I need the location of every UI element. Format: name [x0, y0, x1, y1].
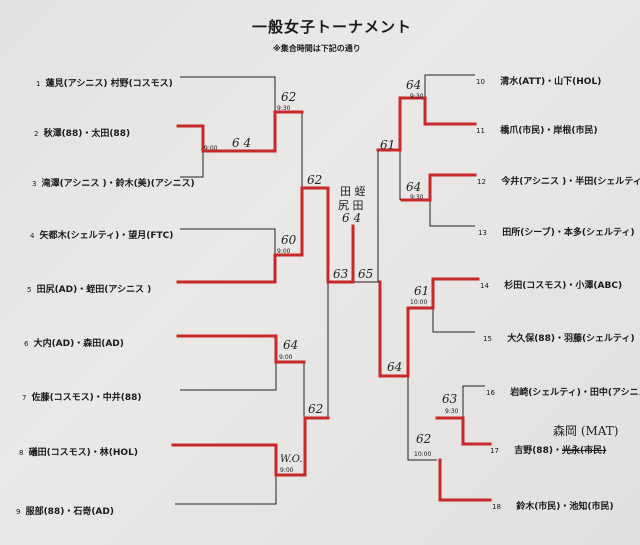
struck-team-name: 光永(市民)	[561, 446, 607, 456]
match-score: 63	[442, 392, 458, 406]
team-name: 橋爪(市民)・岸根(市民)	[500, 126, 598, 136]
match-score: 61	[414, 284, 430, 298]
match-time: 10:00	[410, 299, 428, 306]
seed-number: 14	[480, 282, 489, 290]
team-name: 礒田(コスモス)・林(HOL)	[28, 448, 138, 458]
entry-9: 9 服部(88)・石嵜(AD)	[16, 499, 114, 518]
team-name: 秋澤(88)・太田(88)	[43, 129, 131, 139]
match-score: 64	[406, 78, 422, 92]
entry-1: 1 蓮見(アシニス) 村野(コスモス)	[36, 71, 173, 90]
seed-number: 8	[19, 449, 24, 457]
match-score: 62	[307, 173, 323, 187]
entry-5: 5 田尻(AD)・蛭田(アシニス )	[27, 277, 151, 296]
page-title: 一般女子トーナメント	[252, 18, 413, 36]
seed-number: 3	[32, 180, 37, 188]
entry-15: 15 大久保(88)・羽藤(シェルティ)	[483, 326, 635, 345]
team-name: 田所(シーブ)・本多(シェルティ)	[502, 228, 635, 238]
team-name: 岩崎(シェルティ)・田中(アシニス)	[510, 388, 640, 398]
team-name: 鈴木(市民)・池知(市民)	[516, 502, 614, 512]
match-score: W.O.	[280, 454, 303, 465]
match-time: 9:30	[445, 408, 459, 415]
match-score: 62	[416, 432, 432, 446]
match-score: 62	[281, 90, 297, 104]
seed-number: 1	[36, 80, 41, 88]
team-name: 服部(88)・石嵜(AD)	[25, 507, 114, 517]
seed-number: 10	[476, 78, 485, 86]
entry-3: 3 滝澤(アシニス )・鈴木(美)(アシニス)	[32, 171, 195, 190]
team-name: 佐藤(コスモス)・中井(88)	[31, 393, 142, 403]
match-time: 9:00	[204, 145, 218, 152]
team-name: 蓮見(アシニス) 村野(コスモス)	[45, 79, 173, 89]
seed-number: 11	[476, 127, 485, 135]
final-pair-handwritten: 田 蛭	[340, 185, 366, 198]
replacement-name-handwritten: 森岡 (MAT)	[553, 424, 619, 438]
team-name: 今井(アシニス )・半田(シェルティ)	[501, 177, 640, 187]
team-name: 吉野(88)・	[514, 446, 562, 456]
seed-number: 16	[486, 389, 495, 397]
seed-number: 5	[27, 286, 32, 294]
seed-number: 13	[478, 229, 487, 237]
seed-number: 15	[483, 335, 492, 343]
entry-18: 18 鈴木(市民)・池知(市民)	[492, 494, 614, 513]
match-score: 65	[358, 267, 374, 281]
final-pair-handwritten: 尻 田	[338, 199, 364, 212]
match-score: 64	[283, 338, 299, 352]
seed-number: 12	[477, 178, 486, 186]
assembly-time-note: ※集合時間は下記の通り	[273, 44, 361, 53]
seed-number: 6	[24, 340, 29, 348]
match-score: 64	[406, 180, 422, 194]
entry-16: 16 岩崎(シェルティ)・田中(アシニス)	[486, 380, 640, 399]
entry-2: 2 秋澤(88)・太田(88)	[34, 121, 130, 140]
team-name: 大久保(88)・羽藤(シェルティ)	[507, 334, 635, 344]
seed-number: 7	[22, 394, 27, 402]
match-score: 6 4	[232, 136, 252, 150]
match-time: 9:30	[410, 194, 424, 201]
match-time: 9:30	[410, 93, 424, 100]
entry-11: 11 橋爪(市民)・岸根(市民)	[476, 118, 598, 137]
match-time: 10:00	[414, 451, 432, 458]
match-score: 60	[281, 233, 297, 247]
entry-6: 6 大内(AD)・森田(AD)	[24, 331, 124, 350]
seed-number: 2	[34, 130, 39, 138]
entry-12: 12 今井(アシニス )・半田(シェルティ)	[477, 169, 640, 188]
team-name: 清水(ATT)・山下(HOL)	[500, 77, 602, 87]
seed-number: 18	[492, 503, 501, 511]
match-score: 62	[308, 402, 324, 416]
seed-number: 4	[30, 232, 35, 240]
match-score: 63	[333, 267, 349, 281]
match-score: 64	[387, 360, 403, 374]
entry-4: 4 矢都木(シェルティ)・望月(FTC)	[30, 223, 173, 242]
match-score: 61	[380, 138, 396, 152]
entry-10: 10 清水(ATT)・山下(HOL)	[476, 69, 601, 88]
entry-8: 8 礒田(コスモス)・林(HOL)	[19, 440, 138, 459]
final-score: 6 4	[342, 211, 362, 225]
match-time: 9:30	[277, 105, 291, 112]
team-name: 田尻(AD)・蛭田(アシニス )	[36, 285, 152, 295]
seed-number: 9	[16, 508, 21, 516]
match-time: 9:00	[279, 354, 293, 361]
team-name: 滝澤(アシニス )・鈴木(美)(アシニス)	[41, 179, 195, 189]
team-name: 矢都木(シェルティ)・望月(FTC)	[39, 231, 174, 241]
seed-number: 17	[490, 447, 499, 455]
entry-7: 7 佐藤(コスモス)・中井(88)	[22, 385, 142, 404]
entry-14: 14 杉田(コスモス)・小澤(ABC)	[480, 273, 622, 292]
team-name: 杉田(コスモス)・小澤(ABC)	[504, 281, 623, 291]
match-time: 9:00	[277, 248, 291, 255]
match-time: 9:00	[280, 467, 294, 474]
entry-13: 13 田所(シーブ)・本多(シェルティ)	[478, 220, 635, 239]
team-name: 大内(AD)・森田(AD)	[33, 339, 124, 349]
entry-17: 17 吉野(88)・光永(市民)	[490, 438, 606, 457]
